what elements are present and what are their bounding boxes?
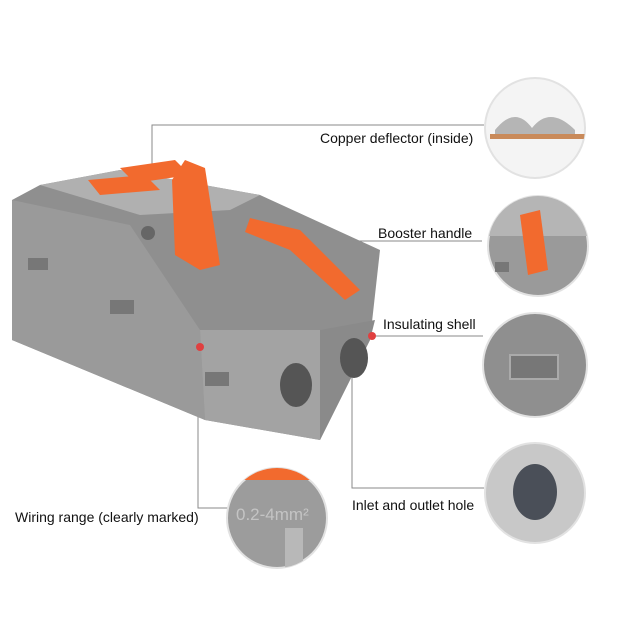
label-inlet-outlet-hole: Inlet and outlet hole xyxy=(352,497,475,513)
lever-connector xyxy=(12,160,380,440)
label-booster-handle: Booster handle xyxy=(378,225,473,241)
lever-right xyxy=(245,218,360,300)
label-wiring-range: Wiring range (clearly marked) xyxy=(15,509,199,525)
detail-wiring-range: 0.2-4mm² xyxy=(226,467,328,569)
detail-insulating-shell xyxy=(482,312,588,418)
detail-copper-deflector xyxy=(484,77,586,179)
label-insulating-shell: Insulating shell xyxy=(383,316,476,332)
label-copper-deflector: Copper deflector (inside) xyxy=(320,130,474,146)
wire-range-marking: 0.2-4mm² xyxy=(236,505,309,524)
detail-inlet-outlet-hole xyxy=(484,442,586,544)
detail-booster-handle xyxy=(487,195,589,297)
booster-lever xyxy=(172,160,220,270)
